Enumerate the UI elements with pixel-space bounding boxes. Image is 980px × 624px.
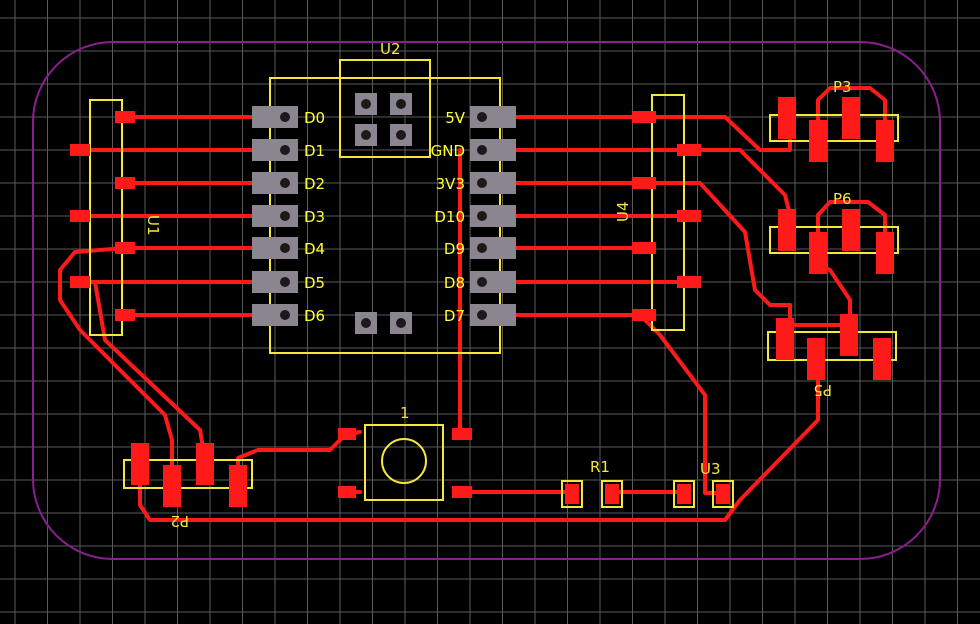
switch-label: 1 [400,404,410,422]
p6-label: P6 [833,190,852,208]
trace-u1-p2-a [58,246,174,482]
u2-right-pad [470,139,516,161]
u2-left-pin-label: D1 [304,142,325,160]
u2-right-pad [470,304,516,326]
u4-label: U4 [614,201,632,222]
u2-left-pin-label: D5 [304,274,325,292]
p2-label: P2 [170,512,189,530]
trace-3v3-p5 [638,181,792,337]
u2-left-pin-label: D3 [304,208,325,226]
p5-footprint [767,314,897,380]
u2-right-pad [470,106,516,128]
p5-label: P5 [813,381,832,399]
u2-left-pin-label: D0 [304,109,325,127]
trace-d7-u3 [638,313,720,495]
r1-label: R1 [590,458,610,476]
u2-pad-hole [280,145,290,155]
u2-center-pads [355,93,412,334]
u4-footprint [632,94,701,331]
u2-right-pad [470,205,516,227]
u2-left-pad [252,237,298,259]
p6-footprint [769,209,899,274]
trace-p5-bottom [138,353,820,522]
u1-label: U1 [144,215,162,236]
u3-footprint [673,480,734,508]
u2-right-pad [470,237,516,259]
trace-u4-p3-a [638,115,792,152]
u2-left-pad [252,205,298,227]
trace-u4-p3-b [683,148,792,217]
u2-pad-hole [477,211,487,221]
u2-pad-hole [477,243,487,253]
u2-pad-hole [280,243,290,253]
u2-left-pin-label: D6 [304,307,325,325]
u2-left-pad [252,304,298,326]
u2-right-pad [470,271,516,293]
r1-footprint [561,480,623,508]
u2-pad-hole [477,310,487,320]
p3-footprint [769,97,899,162]
u3-label: U3 [700,460,721,478]
u2-left-pin-label: D2 [304,175,325,193]
u2-label: U2 [380,40,401,58]
u2-right-pin-label: 3V3 [436,175,465,193]
u2-left-pin-label: D4 [304,240,325,258]
u2-pad-hole [477,112,487,122]
u2-left-pad [252,172,298,194]
u2-right-pin-label: D10 [434,208,465,226]
u2-right-pad [470,172,516,194]
board-outline [32,41,941,560]
p3-label: P3 [833,78,852,96]
p2-footprint [123,443,253,507]
switch-footprint [338,424,472,501]
u2-right-pin-label: D9 [444,240,465,258]
u2-left-pad [252,271,298,293]
u2-pad-hole [280,211,290,221]
u2-pad-hole [477,178,487,188]
u2-pad-hole [280,178,290,188]
u2-pad-hole [280,277,290,287]
trace-p6-loop [816,200,887,247]
trace-u1-p2-b [78,280,207,462]
u2-right-pin-label: 5V [445,109,466,127]
u2-left-pad [252,106,298,128]
u2-pad-hole [280,310,290,320]
u2-right-pin-label: D8 [444,274,465,292]
u2-pad-hole [280,112,290,122]
trace-p3-loop [816,86,887,132]
u2-left-pad [252,139,298,161]
u2-pad-hole [477,145,487,155]
u2-right-pin-label: GND [431,142,465,160]
u2-pad-hole [477,277,487,287]
u2-right-pin-label: D7 [444,307,465,325]
u1-footprint [70,99,135,336]
trace-p2-sw [236,433,347,482]
